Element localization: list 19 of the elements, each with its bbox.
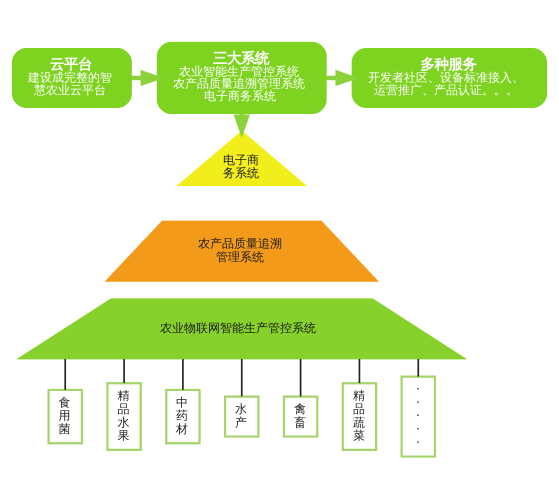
node-box: 精品水果 bbox=[106, 382, 142, 450]
arrow bbox=[326, 69, 359, 86]
arrow bbox=[131, 69, 164, 86]
connector bbox=[358, 358, 360, 383]
node-box: ····· bbox=[400, 375, 436, 458]
node-box: 精品蔬菜 bbox=[342, 382, 378, 450]
node-box: 禽畜 bbox=[282, 395, 318, 438]
node-box: 食用菌 bbox=[47, 388, 83, 444]
node-box: 云平台 建设成完整的智慧农业云平台 bbox=[12, 48, 132, 108]
node-box: 水产 bbox=[224, 395, 260, 438]
connector bbox=[182, 358, 184, 390]
node-box: 中药材 bbox=[165, 388, 201, 444]
node-box: 多种服务 开发者社区、设备标准接入、运营推广、产品认证。。。 bbox=[352, 48, 548, 108]
connector bbox=[417, 358, 420, 376]
connector bbox=[300, 358, 302, 396]
connector bbox=[240, 358, 243, 396]
connector bbox=[64, 358, 66, 390]
connector bbox=[123, 358, 125, 383]
node-box: 三大系统 农业智能生产管控系统 农产品质量追溯管理系统 电子商务系统 bbox=[156, 41, 327, 114]
